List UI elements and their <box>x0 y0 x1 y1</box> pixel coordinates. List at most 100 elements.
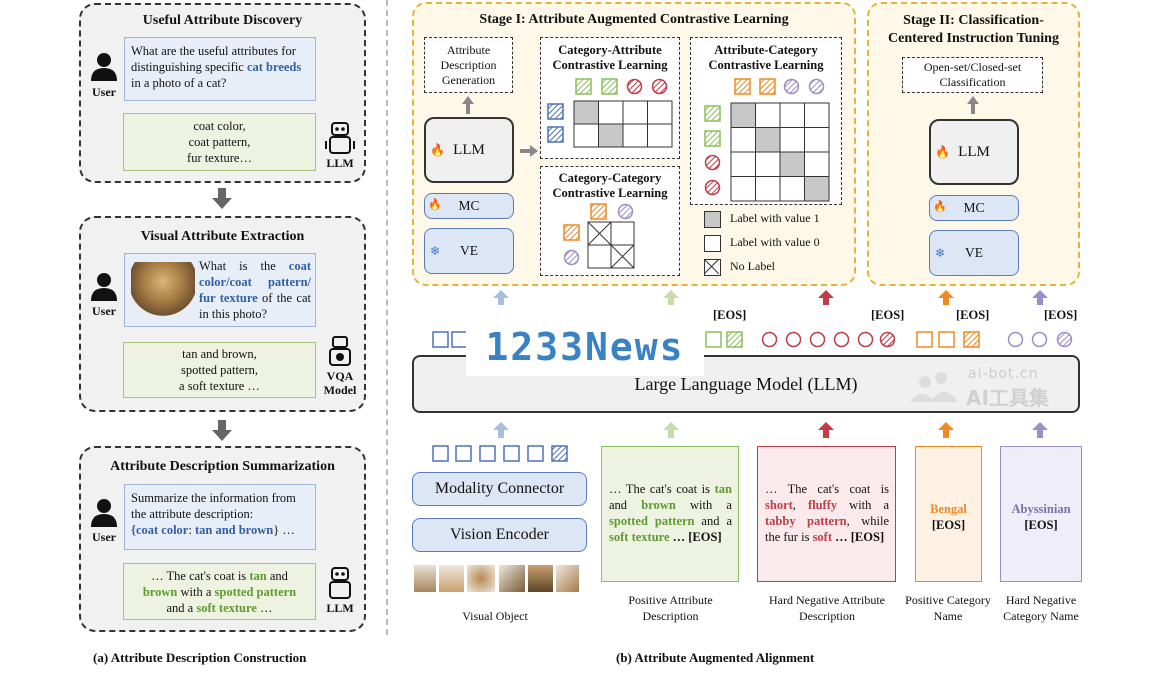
attr-square <box>575 78 592 95</box>
brace-open: { <box>131 523 136 537</box>
legend-no-label-swatch <box>704 259 721 276</box>
visual-token <box>551 445 568 462</box>
up-arrow-icon <box>938 290 954 298</box>
desc-text: and <box>609 498 642 512</box>
attr-square <box>704 130 721 147</box>
brace-close: } … <box>273 523 295 537</box>
answer-text: with a <box>177 585 215 599</box>
up-arrow-icon <box>1037 429 1043 438</box>
mc-text: MC <box>963 200 985 215</box>
spotted: spotted pattern <box>214 585 297 599</box>
ca-grid-cell <box>647 123 673 148</box>
answer-line: coat color, <box>193 119 246 133</box>
answer-line: coat pattern, <box>188 135 251 149</box>
neg-attr-token <box>785 331 802 348</box>
fluffy: fluffy <box>807 498 838 512</box>
cat-token <box>938 331 955 348</box>
up-arrow-icon <box>462 96 474 119</box>
down-arrow-icon <box>212 420 232 447</box>
ve-text: VE <box>460 243 478 258</box>
user-label: User <box>92 85 116 99</box>
label-visual-object: Visual Object <box>462 609 528 623</box>
up-arrow-icon <box>668 429 674 438</box>
up-arrow-icon <box>938 422 954 430</box>
stage2-mc-box: MC <box>929 195 1019 221</box>
answer-text: and a <box>166 601 197 615</box>
user-icon <box>90 498 118 532</box>
cat-token <box>916 331 933 348</box>
user-label: User <box>92 530 116 544</box>
ac-grid-cell <box>730 151 756 177</box>
llm-title: Large Language Model (LLM) <box>634 373 858 394</box>
up-arrow-icon <box>663 290 679 298</box>
up-arrow-icon <box>967 96 979 119</box>
cat-circle <box>783 78 800 95</box>
answer-line: fur texture… <box>187 151 252 165</box>
answer-box: … The cat's coat is tan and brown with a… <box>123 563 316 620</box>
answer-text: … <box>256 601 273 615</box>
attr-circle <box>626 78 643 95</box>
answer-text: … The cat's coat is <box>151 569 250 583</box>
desc-text: , while the fur is <box>765 514 889 544</box>
desc-text: and a <box>694 514 732 528</box>
answer-box: coat color, coat pattern, fur texture… <box>123 113 316 171</box>
visual-token <box>527 445 544 462</box>
answer-line: tan and brown, <box>182 347 257 361</box>
visual-token <box>432 445 449 462</box>
up-arrow-icon <box>943 429 949 438</box>
attr-square <box>704 105 721 122</box>
attr-circle <box>704 154 721 171</box>
category-square <box>547 103 564 120</box>
neg-attr-token <box>761 331 778 348</box>
negative-category-box: Abyssinian [EOS] <box>1000 446 1082 582</box>
cat-token <box>963 331 980 348</box>
visual-token <box>451 331 468 348</box>
stage2-ve-box: VE <box>929 230 1019 276</box>
desc-text: with a <box>837 498 889 512</box>
soft: soft texture <box>196 601 257 615</box>
question-highlight: coat color/coat pattern/ fur texture <box>199 259 311 305</box>
legend-no-label: No Label <box>730 259 775 273</box>
ac-grid-cell <box>730 127 756 153</box>
soft: soft texture <box>609 530 670 544</box>
accl-title: Attribute-Category Contrastive Learning <box>708 43 824 72</box>
question-box: What is the coat color/coat pattern/ fur… <box>124 253 316 327</box>
user-icon <box>90 272 118 306</box>
up-arrow-icon <box>493 290 509 298</box>
ac-grid-cell <box>804 151 830 177</box>
cat-circle <box>617 203 634 220</box>
modality-text: Modality Connector <box>434 480 565 497</box>
snowflake-icon: ❄ <box>935 246 946 260</box>
label-positive-category: Positive Category Name <box>905 593 991 623</box>
vqa-label: VQA Model <box>323 369 357 397</box>
stage1-title: Stage I: Attribute Augmented Contrastive… <box>479 12 789 27</box>
answer-text: and <box>266 569 288 583</box>
stage1-ve-box: VE <box>424 228 514 274</box>
legend-label-1: Label with value 1 <box>730 211 820 225</box>
stage1-mc-box: MC <box>424 193 514 219</box>
up-arrow-icon <box>823 429 829 438</box>
desc-text: … The cat's coat is <box>765 482 889 496</box>
watermark-text: ai-bot.cn <box>968 366 1039 382</box>
question-highlight: cat breeds <box>246 60 302 74</box>
attr-square <box>601 78 618 95</box>
robot-icon <box>323 566 357 600</box>
legend-label-0: Label with value 0 <box>730 235 820 249</box>
visual-token <box>455 445 472 462</box>
caption-b: (b) Attribute Augmented Alignment <box>616 650 815 665</box>
up-arrow-icon <box>668 297 674 305</box>
visual-token <box>479 445 496 462</box>
attr-circle <box>704 179 721 196</box>
cacl-title: Category-Attribute Contrastive Learning <box>552 43 668 72</box>
desc-text: … The cat's coat is <box>609 482 715 496</box>
panel-title: Useful Attribute Discovery <box>142 13 303 28</box>
flame-icon: 🔥 <box>935 145 950 159</box>
value: tan and brown <box>194 523 274 537</box>
label-positive-attribute: Positive Attribute Description <box>628 593 713 623</box>
ac-grid-cell <box>804 102 830 128</box>
answer-box: tan and brown, spotted pattern, a soft t… <box>123 342 316 398</box>
eos-2: [EOS] <box>871 308 905 322</box>
llm-label: LLM <box>326 601 354 615</box>
